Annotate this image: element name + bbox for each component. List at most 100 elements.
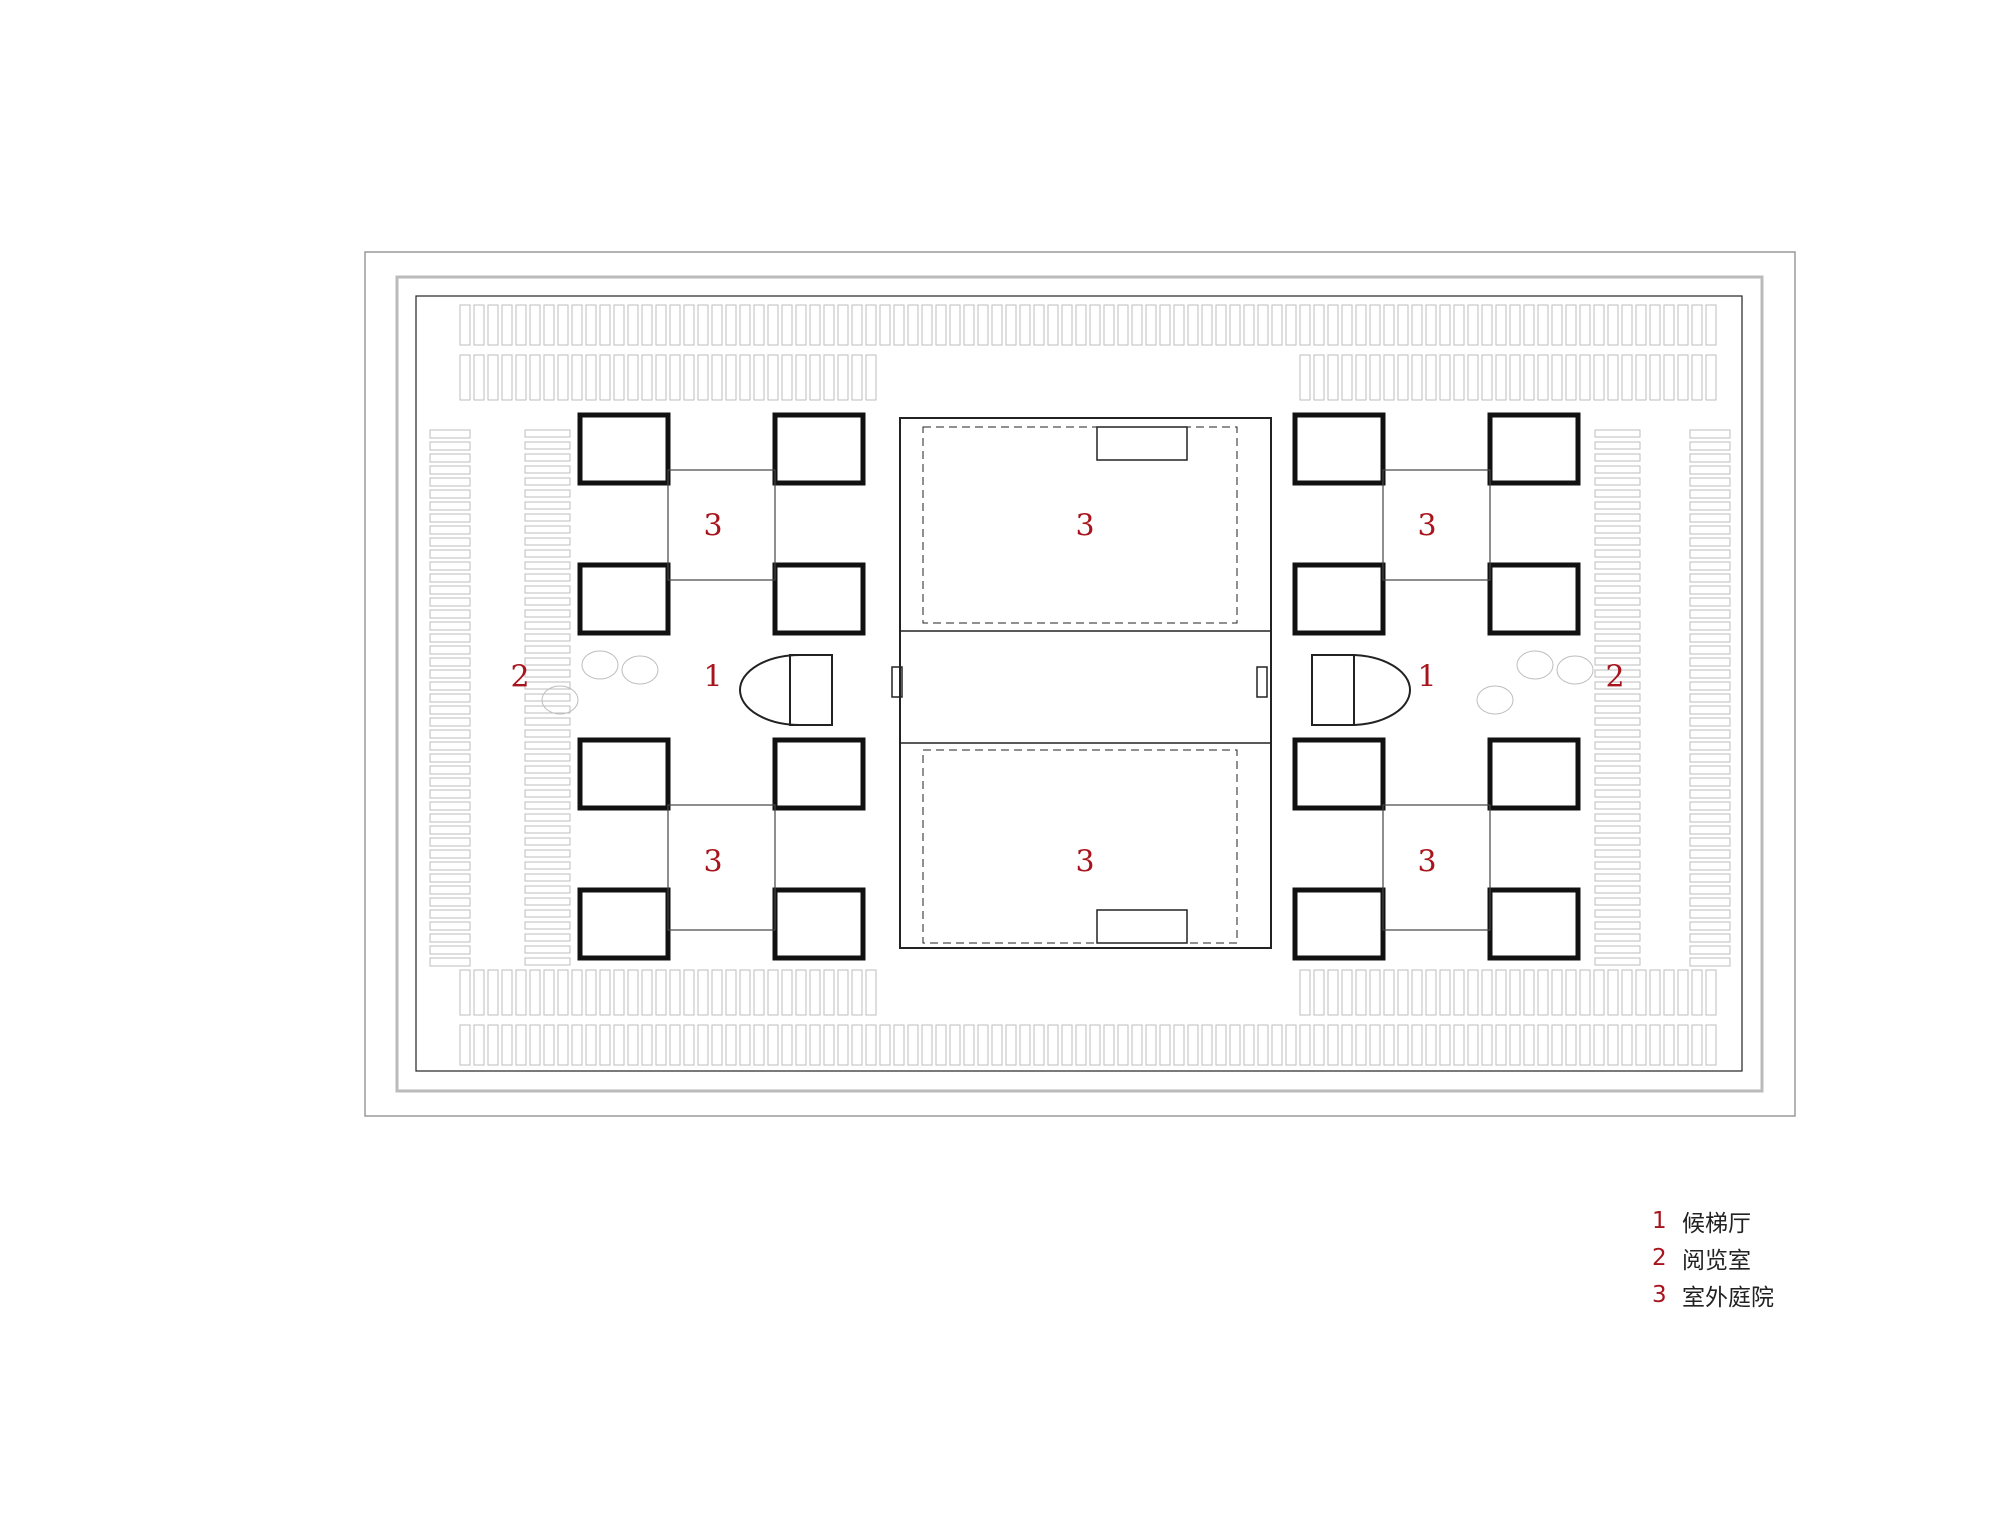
shelf [1594,621,1641,630]
shelf [1103,304,1115,346]
shelf [893,304,905,346]
shelf [1075,304,1087,346]
shelf [753,354,765,401]
shelf [429,921,471,931]
shelf [1691,969,1703,1016]
shelf [949,304,961,346]
shelf [1621,304,1633,346]
shelf [1689,609,1731,619]
shelf [529,1024,541,1066]
shelf [781,969,793,1016]
shelf [1579,354,1591,401]
legend-item: 2 阅览室 [1652,1239,1774,1276]
shelf [1594,789,1641,798]
shelf [1313,1024,1325,1066]
shelf [429,669,471,679]
shelf [524,477,571,486]
shelf [1355,1024,1367,1066]
shelf [1481,969,1493,1016]
shelf [1689,429,1731,439]
shelf [697,1024,709,1066]
shelf [524,741,571,750]
shelf [1509,969,1521,1016]
shelf [557,969,569,1016]
shelf [1369,354,1381,401]
shelf [1299,969,1311,1016]
shelf [823,304,835,346]
shelf [851,354,863,401]
shelf [781,354,793,401]
shelf [429,957,471,967]
shelf [1689,897,1731,907]
shelf [837,304,849,346]
shelf [823,1024,835,1066]
shelf [739,1024,751,1066]
table [581,650,619,680]
legend-number: 3 [1652,1281,1667,1308]
shelf [1689,645,1731,655]
shelf [524,921,571,930]
shelf [515,969,527,1016]
shelf [1383,1024,1395,1066]
shelf [524,453,571,462]
shelf [809,969,821,1016]
shelf [1663,304,1675,346]
shelf [524,717,571,726]
shelf [524,573,571,582]
core-room [772,562,866,636]
shelf [1689,705,1731,715]
shelf [1689,861,1731,871]
shelf [1369,304,1381,346]
shelf [487,304,499,346]
shelf [1594,897,1641,906]
shelf [429,429,471,439]
shelf [1689,453,1731,463]
shelf [1397,969,1409,1016]
shelf [429,861,471,871]
shelf [557,1024,569,1066]
core-room [1292,412,1386,486]
shelf [767,304,779,346]
shelf [429,549,471,559]
label-reading-right: 2 [1605,660,1624,695]
shelf [697,304,709,346]
shelf [725,1024,737,1066]
shelf [1453,304,1465,346]
shelf [795,354,807,401]
shelf [1243,1024,1255,1066]
shelf [1159,1024,1171,1066]
shelf [795,304,807,346]
shelf [1621,1024,1633,1066]
shelf [429,441,471,451]
shelf [524,441,571,450]
shelf [429,849,471,859]
shelf [1594,561,1641,570]
shelf [429,909,471,919]
central-courtyard [891,417,1272,949]
shelf [1594,465,1641,474]
shelf [1425,354,1437,401]
shelf [1594,705,1641,714]
shelf [1635,1024,1647,1066]
shelf [429,609,471,619]
shelf [1537,969,1549,1016]
shelf [524,693,571,702]
shelf [1689,585,1731,595]
shelf [529,969,541,1016]
shelf [429,633,471,643]
shelf [1145,1024,1157,1066]
shelf [585,354,597,401]
shelf [963,304,975,346]
shelf [429,693,471,703]
shelf [1019,304,1031,346]
shelf [524,885,571,894]
label-court-left-top: 3 [703,509,722,544]
table [541,685,579,715]
shelf [711,969,723,1016]
shelf [529,354,541,401]
shelf [1495,354,1507,401]
shelf [1677,969,1689,1016]
shelf [641,1024,653,1066]
shelf [1593,304,1605,346]
legend: 1 候梯厅 2 阅览室 3 室外庭院 [1652,1202,1774,1313]
